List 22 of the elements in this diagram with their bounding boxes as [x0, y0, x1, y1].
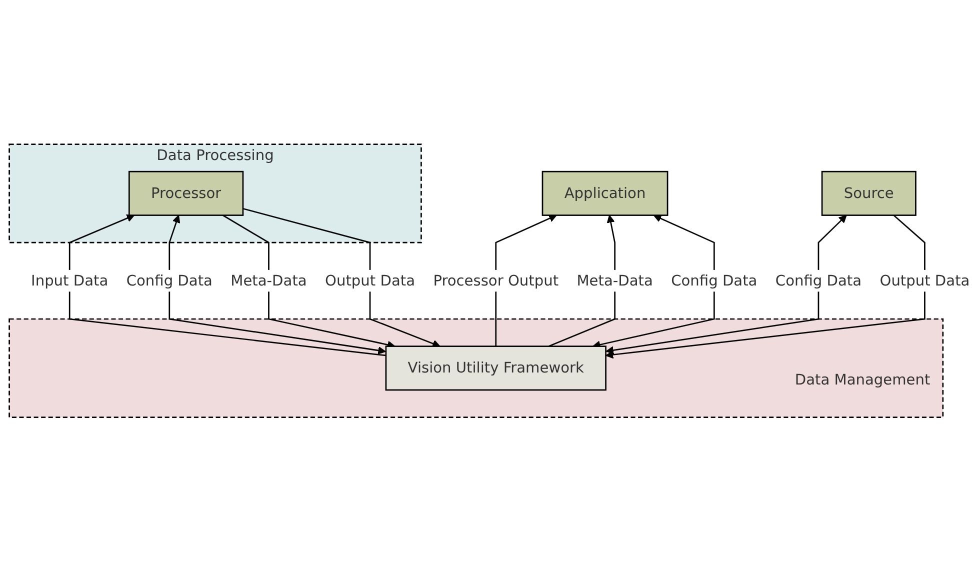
- node-box: [542, 170, 668, 216]
- edge-label: Config Data: [775, 271, 862, 289]
- node-box: [128, 170, 244, 216]
- arrow: [242, 208, 440, 348]
- edge-label: Config Data: [126, 271, 212, 289]
- arrow: [606, 214, 847, 354]
- edge-label: Output Data: [325, 271, 415, 289]
- cluster: [8, 143, 422, 243]
- flowchart-diagram: Data Processing Data Management Input Data Config Data Meta-Data Output Data Processor Output Meta-Data Config Data Config Data Output Data Processor Application Source Vision Utility Framework: [2, 136, 977, 424]
- edge-label: Input Data: [31, 271, 108, 289]
- edge-label: Meta-Data: [230, 271, 307, 289]
- edge-label: Meta-Data: [576, 271, 653, 289]
- edge-label: Config Data: [671, 271, 758, 289]
- arrow: [168, 214, 386, 354]
- edge-label: Processor Output: [433, 271, 559, 289]
- arrow: [68, 214, 386, 356]
- edge-label: Output Data: [880, 271, 970, 289]
- cluster: [8, 318, 944, 418]
- arrow: [548, 214, 616, 347]
- node-box: [385, 345, 606, 390]
- arrow: [605, 214, 926, 358]
- node-box: [821, 170, 916, 216]
